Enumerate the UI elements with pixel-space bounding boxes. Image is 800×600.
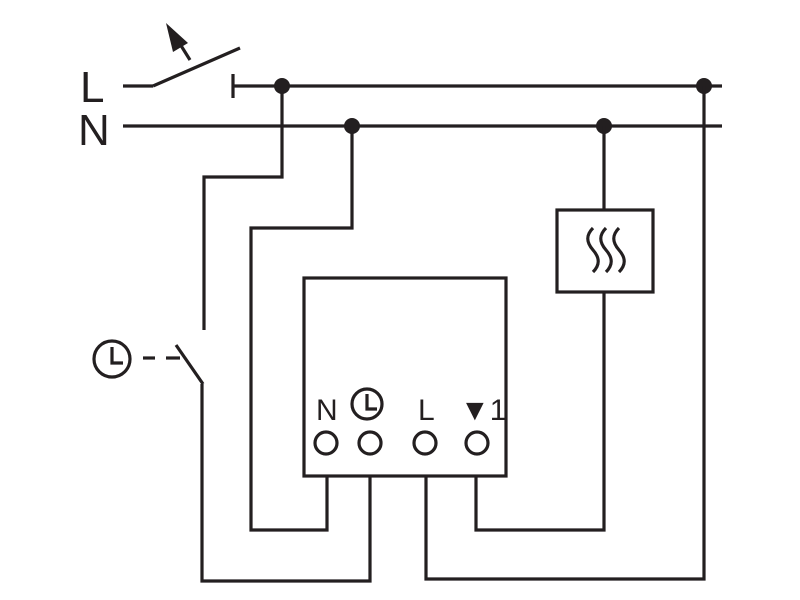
terminal-clock-icon [350,387,384,421]
l-bus [123,46,722,98]
wire-timer-switch-to-terminal [200,384,372,583]
timer-switch [143,344,205,385]
wire-l-to-timer-switch [202,86,284,330]
wire-n-to-terminal-n [249,126,354,532]
heater-load [555,208,655,294]
terminal-output [464,430,490,456]
terminal-label-l: L [418,394,435,427]
timer-module [302,276,508,478]
wire-terminal-l-to-l-bus [424,86,706,581]
heater-waves-icon [586,226,626,274]
bus-label-n: N [78,106,110,155]
terminal-n [313,430,339,456]
clock-icon [92,339,132,379]
terminal-l [412,430,438,456]
switch-open-arrow-icon [166,23,192,61]
wire-output-to-heater [474,292,606,532]
bus-label-l: L [80,63,104,112]
terminal-label-n: N [316,394,338,427]
main-switch-blade [152,46,241,88]
terminal-timer [357,430,383,456]
terminal-label-output: ▼1 [460,394,506,427]
